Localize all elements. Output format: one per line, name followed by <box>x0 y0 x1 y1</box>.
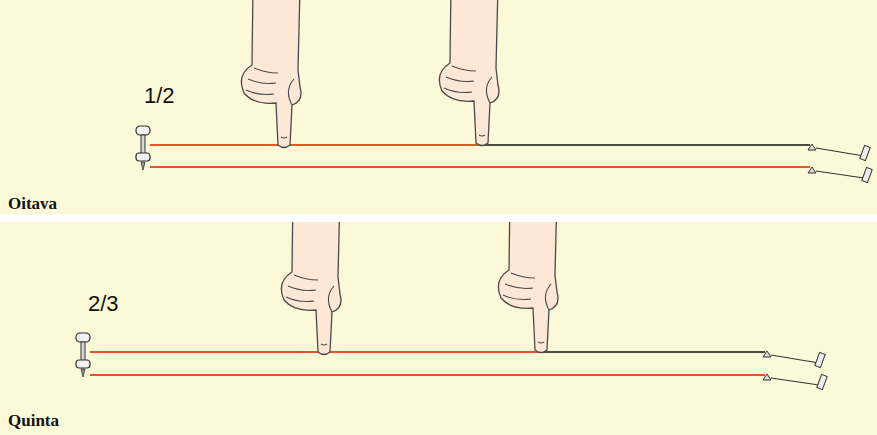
interval-name: Oitava <box>8 195 57 214</box>
octave-strings <box>136 0 872 183</box>
interval-name: Quinta <box>8 412 59 431</box>
panel-ground <box>0 222 877 435</box>
ratio-label: 2/3 <box>88 292 119 316</box>
panel-ground <box>0 0 877 214</box>
fifth-strings <box>76 110 827 390</box>
ratio-label: 1/2 <box>144 84 175 108</box>
